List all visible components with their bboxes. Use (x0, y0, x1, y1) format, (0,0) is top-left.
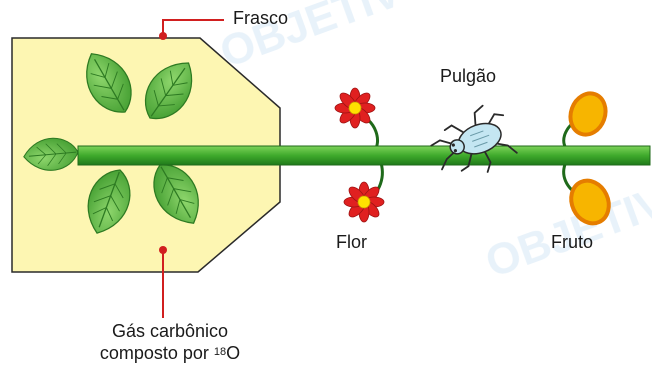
aphid (424, 100, 519, 187)
gas-label-prefix: composto por (100, 343, 214, 363)
label-fruto: Fruto (551, 232, 593, 253)
label-pulgao: Pulgão (440, 66, 496, 87)
flower-bottom (344, 182, 384, 222)
main-stem (78, 146, 650, 165)
label-gas-carbonico: Gás carbônico composto por 18O (60, 320, 280, 364)
isotope-mass-number: 18 (214, 346, 226, 358)
isotope-symbol: O (226, 343, 240, 363)
flower-top (335, 88, 375, 128)
gas-label-line2: composto por 18O (60, 342, 280, 364)
gas-label-line1: Gás carbônico (60, 320, 280, 342)
label-flor: Flor (336, 232, 367, 253)
frasco-leader-dot (159, 32, 167, 40)
gas-leader-dot (159, 246, 167, 254)
fruit-top (565, 88, 611, 139)
label-frasco: Frasco (233, 8, 288, 29)
